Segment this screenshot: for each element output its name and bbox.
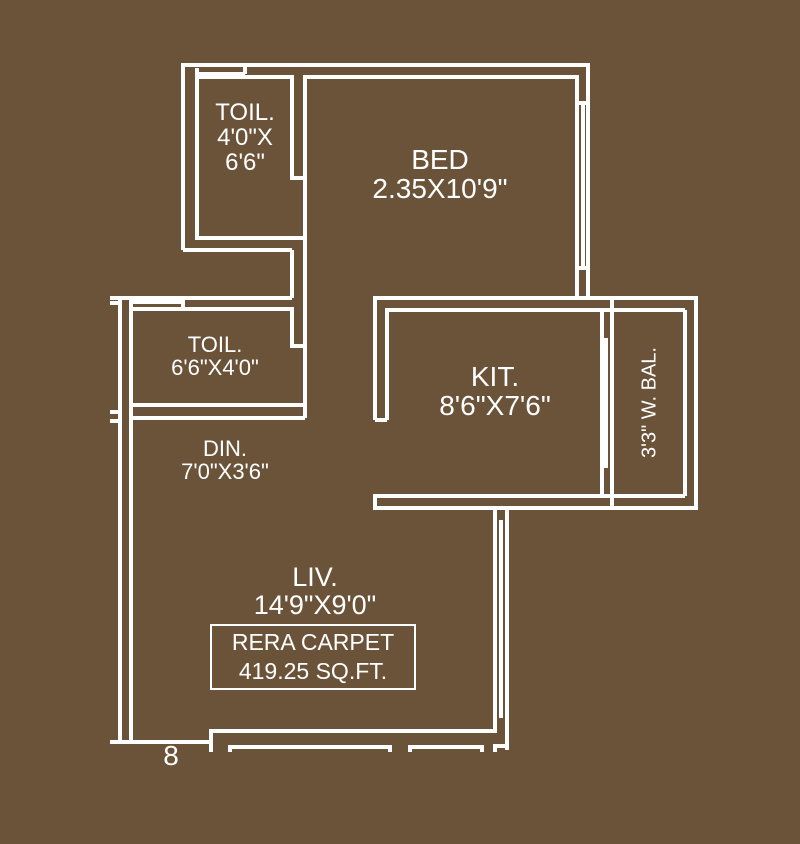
room-label-living: LIV. 14'9"X9'0" <box>220 563 410 620</box>
room-dimension: 6'6"X4'0" <box>171 355 259 381</box>
room-dimension-line2: 6'6" <box>225 149 265 177</box>
room-name: DIN. <box>203 436 247 461</box>
room-name: LIV. <box>292 562 338 592</box>
room-dimension: 2.35X10'9" <box>372 173 508 205</box>
rera-area: 419.25 SQ.FT. <box>238 658 388 684</box>
room-label-toilet1: TOIL. 4'0"X 6'6" <box>205 100 285 176</box>
room-name: BED <box>411 144 469 175</box>
unit-number: 8 <box>163 740 179 771</box>
rera-title: RERA CARPET <box>231 629 395 655</box>
room-label-balcony: 3'3" W. BAL. <box>638 343 661 463</box>
room-dimension-line1: 4'0"X <box>217 124 273 152</box>
rera-carpet-area-box: RERA CARPET 419.25 SQ.FT. <box>210 624 416 690</box>
room-label-dining: DIN. 7'0"X3'6" <box>150 437 300 483</box>
room-name: TOIL. <box>187 332 243 357</box>
room-label-kitchen: KIT. 8'6"X7'6" <box>400 362 590 421</box>
room-label-bedroom: BED 2.35X10'9" <box>340 145 540 204</box>
room-dimension: 14'9"X9'0" <box>253 590 377 621</box>
balcony-label: 3'3" W. BAL. <box>638 347 661 458</box>
room-label-toilet2: TOIL. 6'6"X4'0" <box>140 333 290 379</box>
room-dimension: 7'0"X3'6" <box>181 459 269 485</box>
room-name: KIT. <box>470 361 520 392</box>
room-dimension: 8'6"X7'6" <box>439 390 551 422</box>
room-name: TOIL. <box>215 99 275 126</box>
